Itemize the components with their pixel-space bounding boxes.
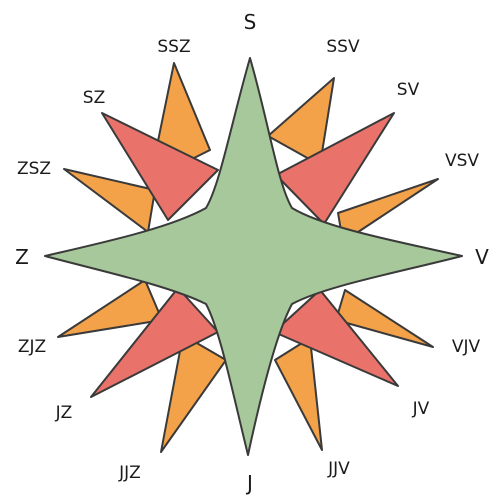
label-southeast: JV — [412, 399, 430, 419]
label-east: V — [475, 245, 489, 269]
label-south-southeast: JJV — [327, 459, 350, 479]
label-west: Z — [15, 245, 29, 269]
label-west-southwest: ZJZ — [18, 337, 46, 357]
label-north-northeast: SSV — [326, 37, 360, 57]
label-east-southeast: VJV — [452, 337, 481, 357]
label-south: J — [245, 471, 253, 495]
label-northwest: SZ — [83, 88, 105, 108]
label-east-northeast: VSV — [445, 151, 479, 171]
label-southwest: JZ — [55, 403, 73, 423]
label-northeast: SV — [397, 80, 420, 100]
label-west-northwest: ZSZ — [17, 159, 51, 179]
label-north-northwest: SSZ — [157, 37, 190, 57]
point-south-southeast — [275, 338, 322, 450]
label-south-southwest: JJZ — [118, 463, 141, 483]
label-north: S — [244, 10, 257, 34]
